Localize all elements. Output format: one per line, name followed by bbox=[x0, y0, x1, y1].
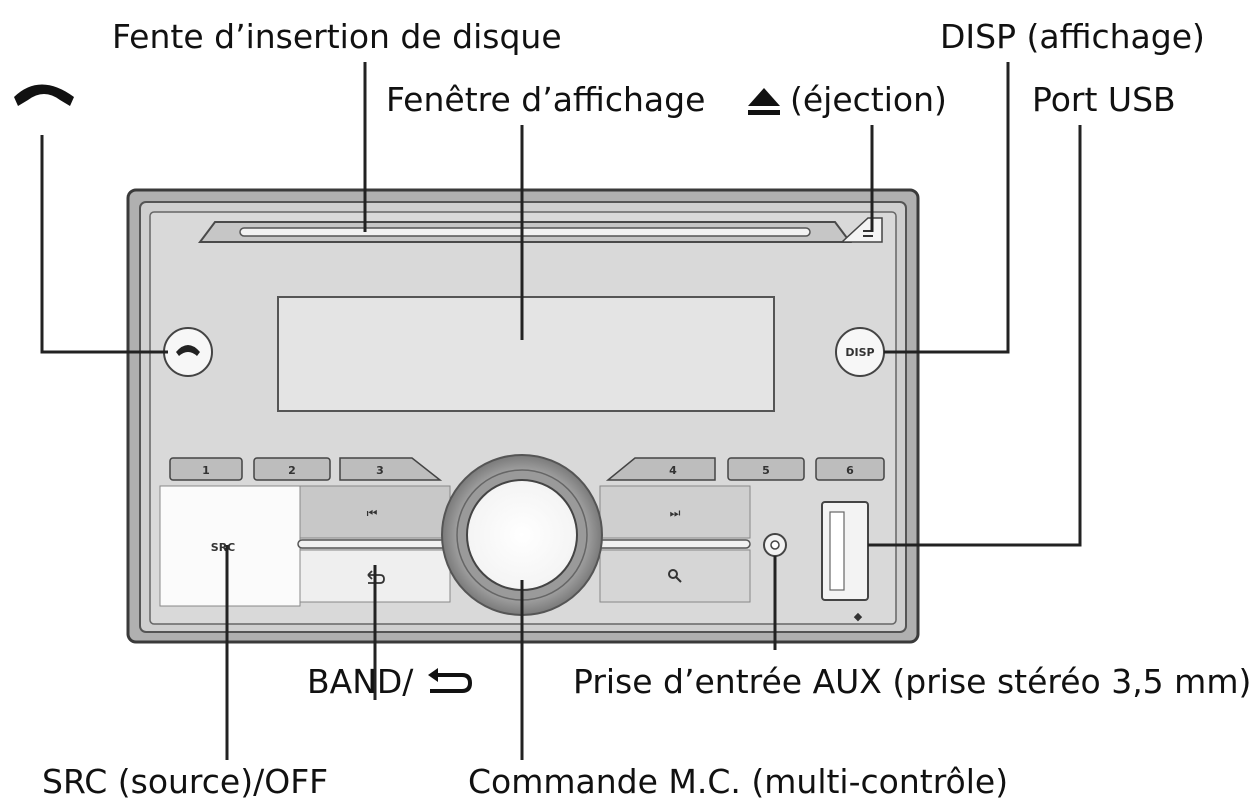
preset-button-3[interactable] bbox=[339, 457, 443, 481]
head-unit-diagram: DISP 1 2 3 4 5 6 SRC ⏮ ⏭ ◆ bbox=[14, 62, 1082, 760]
preset-button-2[interactable] bbox=[253, 457, 331, 481]
eject-label: (éjection) bbox=[790, 80, 947, 119]
back-arrow-icon bbox=[428, 668, 473, 693]
usb-port-label: Port USB bbox=[1032, 80, 1176, 119]
prev-icon: ⏮ bbox=[367, 506, 378, 520]
disp-button-label: DISP bbox=[845, 346, 874, 359]
display-window bbox=[277, 296, 775, 412]
mc-control-label: Commande M.C. (multi-contrôle) bbox=[468, 762, 1009, 801]
disc-slot-opening bbox=[239, 227, 811, 237]
preset-buttons: 1 2 3 4 5 6 bbox=[169, 457, 885, 481]
src-panel bbox=[159, 485, 301, 607]
usb-port[interactable] bbox=[821, 501, 869, 601]
preset-button-4[interactable] bbox=[605, 457, 716, 481]
next-icon: ⏭ bbox=[670, 506, 681, 520]
aux-input-label: Prise d’entrée AUX (prise stéréo 3,5 mm) bbox=[573, 662, 1251, 701]
left-strip bbox=[297, 539, 464, 549]
preset-button-6[interactable] bbox=[815, 457, 885, 481]
phone-button-icon bbox=[176, 345, 200, 356]
preset-button-4-label: 4 bbox=[669, 464, 677, 477]
right-strip bbox=[584, 539, 751, 549]
src-label: SRC (source)/OFF bbox=[42, 762, 329, 801]
search-button[interactable] bbox=[599, 549, 751, 603]
search-icon bbox=[668, 569, 678, 579]
next-button[interactable] bbox=[599, 485, 751, 539]
preset-button-5[interactable] bbox=[727, 457, 805, 481]
usb-icon: ◆ bbox=[854, 610, 863, 623]
disp-label: DISP (affichage) bbox=[940, 17, 1205, 56]
preset-button-3-label: 3 bbox=[376, 464, 384, 477]
disc-slot-label: Fente d’insertion de disque bbox=[112, 17, 562, 56]
preset-button-1[interactable] bbox=[169, 457, 243, 481]
preset-button-6-label: 6 bbox=[846, 464, 854, 477]
preset-button-2-label: 2 bbox=[288, 464, 296, 477]
band-label: BAND/ bbox=[307, 662, 414, 701]
back-button-icon bbox=[367, 570, 385, 584]
preset-button-1-label: 1 bbox=[202, 464, 210, 477]
src-button-label: SRC bbox=[211, 541, 235, 554]
preset-button-5-label: 5 bbox=[762, 464, 770, 477]
phone-icon bbox=[14, 84, 74, 106]
leader-lines bbox=[40, 62, 1082, 760]
display-window-label: Fenêtre d’affichage bbox=[386, 80, 706, 119]
eject-icon bbox=[748, 88, 780, 115]
mc-knob[interactable] bbox=[466, 479, 578, 591]
